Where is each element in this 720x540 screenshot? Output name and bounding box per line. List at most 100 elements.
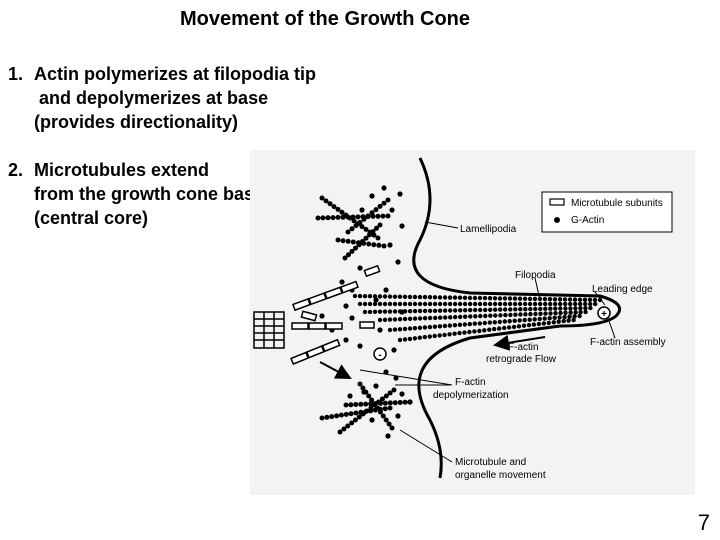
f-actin-subunit xyxy=(567,297,573,302)
f-actin-subunit xyxy=(377,301,383,307)
f-actin-subunit xyxy=(382,309,388,314)
g-actin-monomer xyxy=(343,337,349,343)
f-actin-subunit xyxy=(437,308,443,313)
microtubule-segments xyxy=(290,264,381,365)
f-actin-subunit xyxy=(507,301,513,307)
f-actin-subunit xyxy=(452,323,458,328)
f-actin-subunit xyxy=(392,317,398,322)
f-actin-subunit xyxy=(357,301,363,307)
f-actin-subunit xyxy=(373,401,378,407)
f-actin-subunit xyxy=(338,412,344,418)
g-actin-monomer xyxy=(377,327,383,333)
f-actin-subunit xyxy=(523,307,528,312)
minus-sign: - xyxy=(378,350,381,361)
f-actin-subunit xyxy=(359,224,365,230)
f-actin-subunit xyxy=(482,320,487,326)
g-actin-monomer xyxy=(391,347,397,353)
f-actin-subunit xyxy=(381,243,387,249)
f-actin-subunit xyxy=(517,301,523,307)
f-actin-subunit xyxy=(583,309,588,315)
label-retrograde-2: retrograde Flow xyxy=(486,354,557,365)
f-actin-subunit xyxy=(477,321,482,326)
f-actin-subunit xyxy=(518,312,523,317)
f-actin-subunit xyxy=(378,400,383,406)
f-actin-subunit xyxy=(557,315,562,320)
f-actin-subunit xyxy=(552,315,557,320)
f-actin-subunit xyxy=(381,200,387,206)
f-actin-subunit xyxy=(472,329,477,334)
f-actin-subunit xyxy=(373,207,379,213)
f-actin-subunit xyxy=(453,308,458,313)
f-actin-subunit xyxy=(387,317,393,322)
f-actin-subunit xyxy=(362,301,368,307)
f-actin-subunit xyxy=(547,316,552,321)
f-actin-subunit xyxy=(433,315,438,321)
f-actin-subunit xyxy=(592,297,598,303)
f-actin-subunit xyxy=(334,413,340,419)
f-actin-subunit xyxy=(363,389,369,395)
f-actin-subunit xyxy=(417,294,423,300)
f-actin-subunit xyxy=(462,330,467,335)
f-actin-subunit xyxy=(362,309,368,315)
point-1: 1. Actin polymerizes at filopodia tip an… xyxy=(8,62,316,134)
f-actin-subunit xyxy=(379,396,385,402)
f-actin-subunit xyxy=(377,309,383,314)
f-actin-subunit xyxy=(417,301,423,307)
f-actin-subunit xyxy=(497,296,503,301)
f-actin-subunit xyxy=(438,315,443,320)
f-actin-subunit xyxy=(493,307,498,312)
f-actin-subunit xyxy=(375,213,381,219)
f-actin-subunit xyxy=(422,308,428,314)
f-actin-subunit xyxy=(355,214,361,220)
f-actin-subunit xyxy=(342,255,348,261)
f-actin-subunit xyxy=(397,294,403,299)
f-actin-subunit xyxy=(478,313,483,319)
f-actin-subunit xyxy=(558,310,563,316)
f-actin-subunit xyxy=(402,294,408,299)
f-actin-subunit xyxy=(512,296,518,301)
f-actin-subunit xyxy=(402,316,408,322)
f-actin-subunit xyxy=(340,238,346,244)
f-actin-subunit xyxy=(350,239,356,245)
f-actin-subunit xyxy=(528,311,533,317)
f-actin-subunit xyxy=(375,405,380,411)
f-actin-subunit xyxy=(437,324,443,329)
f-actin-subunit xyxy=(492,296,498,301)
f-actin-subunit xyxy=(556,319,561,324)
f-actin-subunit xyxy=(483,307,488,313)
g-actin-monomer xyxy=(399,223,405,229)
f-actin-subunit xyxy=(482,295,488,301)
f-actin-subunit xyxy=(391,387,397,393)
f-actin-subunit xyxy=(497,319,502,325)
f-actin-subunit xyxy=(407,316,413,321)
f-actin-subunit xyxy=(331,204,337,210)
point-2: 2. Microtubules extend from the growth c… xyxy=(8,158,264,230)
f-actin-subunit xyxy=(453,314,458,320)
f-actin-subunit xyxy=(468,307,473,313)
f-actin-subunit xyxy=(582,297,588,302)
f-actin-subunit xyxy=(422,334,427,340)
f-actin-subunit xyxy=(387,301,393,307)
f-actin-subunit xyxy=(578,306,583,311)
f-actin-subunit xyxy=(349,248,355,254)
f-actin-subunit xyxy=(457,330,462,336)
f-actin-subunit xyxy=(372,301,378,307)
f-actin-subunit xyxy=(562,314,567,320)
f-actin-subunit xyxy=(432,333,437,339)
f-actin-subunit xyxy=(325,215,331,221)
f-actin-subunit xyxy=(557,297,563,302)
g-actin-monomer xyxy=(369,417,375,423)
f-actin-subunit xyxy=(341,426,347,432)
f-actin-subunit xyxy=(437,301,443,307)
legend-microtubule: Microtubule subunits xyxy=(571,198,663,209)
f-actin-subunit xyxy=(508,312,513,318)
f-actin-subunit xyxy=(462,322,467,327)
membrane-outline xyxy=(412,157,621,479)
g-actin-monomer xyxy=(383,369,389,375)
f-actin-subunit xyxy=(472,295,478,301)
f-actin-subunit xyxy=(452,301,458,307)
label-leading-edge: Leading edge xyxy=(592,284,653,295)
f-actin-subunit xyxy=(553,301,558,307)
g-actin-monomer xyxy=(385,433,391,439)
f-actin-subunit xyxy=(588,301,593,307)
